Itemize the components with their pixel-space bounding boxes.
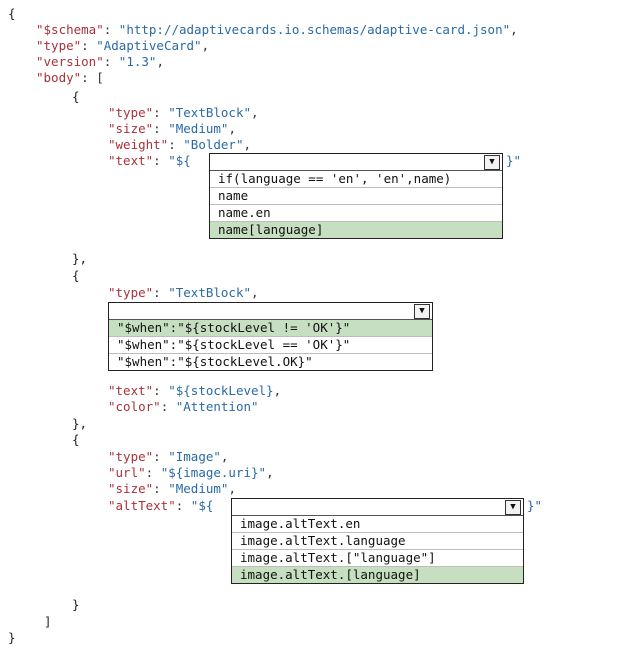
block3-alt-line: "altText": "${ — [108, 498, 214, 513]
chevron-down-icon[interactable]: ▼ — [414, 304, 430, 319]
chevron-down-icon[interactable]: ▼ — [505, 500, 521, 515]
block1-close: }, — [72, 251, 88, 266]
dropdown-option-selected[interactable]: image.altText.[language] — [232, 566, 523, 583]
dropdown-option-selected[interactable]: "$when":"${stockLevel != 'OK'}" — [109, 320, 432, 336]
block1-size-line: "size": "Medium", — [108, 121, 236, 136]
when-condition-dropdown-field[interactable]: ▼ — [109, 303, 432, 320]
block2-open: { — [72, 268, 80, 283]
body-key: "body" — [36, 70, 82, 85]
json-open-brace: { — [8, 6, 16, 21]
type-line: "type": "AdaptiveCard", — [36, 38, 210, 53]
block2-close: }, — [72, 416, 88, 431]
dropdown-option[interactable]: "$when":"${stockLevel == 'OK'}" — [109, 336, 432, 353]
block3-alt-suffix: }" — [527, 498, 543, 513]
block1-type-line: "type": "TextBlock", — [108, 105, 259, 120]
chevron-down-icon[interactable]: ▼ — [484, 155, 500, 170]
text-expression-dropdown[interactable]: ▼ if(language == 'en', 'en',name) name n… — [209, 153, 503, 239]
dropdown-option-selected[interactable]: name[language] — [210, 221, 502, 238]
block2-text-line: "text": "${stockLevel}, — [108, 383, 282, 398]
dropdown-option[interactable]: image.altText.language — [232, 532, 523, 549]
dropdown-option[interactable]: image.altText.["language"] — [232, 549, 523, 566]
dropdown-option[interactable]: image.altText.en — [240, 516, 361, 531]
dropdown-option[interactable]: name.en — [210, 204, 502, 221]
block1-weight-line: "weight": "Bolder", — [108, 137, 252, 152]
text-expression-dropdown-field[interactable]: ▼ — [210, 154, 502, 171]
when-condition-dropdown[interactable]: ▼ "$when":"${stockLevel != 'OK'}" "$when… — [108, 302, 433, 371]
block2-type-line: "type": "TextBlock", — [108, 285, 259, 300]
alt-text-dropdown-field[interactable]: ▼ — [232, 499, 523, 516]
block3-open: { — [72, 432, 80, 447]
alt-text-dropdown[interactable]: ▼ image.altText.en image.altText.languag… — [231, 498, 524, 584]
body-line: "body": [ — [36, 70, 104, 85]
block2-color-line: "color": "Attention" — [108, 399, 259, 414]
type-value: "AdaptiveCard" — [96, 38, 202, 53]
dropdown-option[interactable]: name — [210, 187, 502, 204]
body-close: ] — [44, 614, 52, 629]
version-key: "version" — [36, 54, 104, 69]
block3-url-line: "url": "${image.uri}", — [108, 465, 274, 480]
type-key: "type" — [36, 38, 82, 53]
version-line: "version": "1.3", — [36, 54, 164, 69]
json-close-brace: } — [8, 630, 16, 645]
block1-open: { — [72, 89, 80, 104]
schema-key: "$schema" — [36, 22, 104, 37]
schema-line: "$schema": "http://adaptivecards.io.sche… — [36, 22, 518, 37]
version-value: "1.3" — [118, 54, 157, 69]
block1-text-line: "text": "${ — [108, 153, 191, 168]
block3-size-line: "size": "Medium", — [108, 481, 236, 496]
block3-type-line: "type": "Image", — [108, 449, 229, 464]
schema-value: "http://adaptivecards.io.schemas/adaptiv… — [118, 22, 511, 37]
dropdown-option[interactable]: "$when":"${stockLevel.OK}" — [109, 353, 432, 370]
dropdown-option[interactable]: if(language == 'en', 'en',name) — [218, 171, 452, 186]
block1-text-suffix: }" — [506, 153, 522, 168]
block3-close: } — [72, 597, 80, 612]
